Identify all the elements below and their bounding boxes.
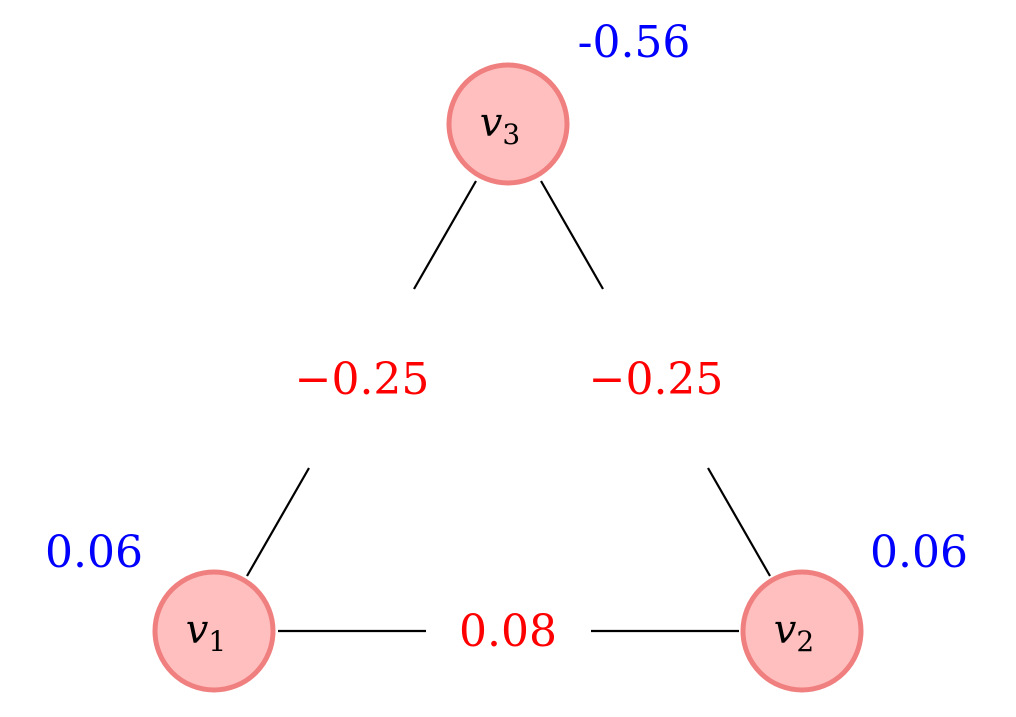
node-v2-subscript: 2	[796, 625, 814, 658]
node-v1-subscript: 1	[208, 625, 226, 658]
node-v3-circle	[446, 62, 570, 186]
node-v1-label: v1	[186, 607, 226, 658]
edge-v1-v3-lower	[246, 467, 310, 577]
node-v3: v3	[446, 62, 570, 186]
edge-weight-v1-v2: 0.08	[459, 606, 557, 657]
edges	[246, 180, 771, 633]
node-v1-name: v	[186, 607, 209, 653]
node-v2-label: v2	[774, 607, 814, 658]
node-v1: v1	[152, 569, 276, 693]
node-v3-label: v3	[480, 100, 520, 151]
edge-weight-v2-v3: −0.25	[589, 354, 724, 405]
edge-v2-v3-upper	[540, 180, 604, 290]
node-v1-circle	[152, 569, 276, 693]
node-weight-v1: 0.06	[45, 527, 143, 578]
edge-weight-v1-v3: −0.25	[295, 354, 430, 405]
node-v2: v2	[740, 569, 864, 693]
node-v3-name: v	[480, 100, 503, 146]
node-v2-name: v	[774, 607, 797, 653]
node-v2-circle	[740, 569, 864, 693]
node-weight-v2: 0.06	[870, 527, 968, 578]
node-v3-subscript: 3	[502, 118, 520, 151]
edge-v2-v3-lower	[707, 467, 771, 577]
node-weight-v3: -0.56	[578, 17, 691, 68]
edge-v1-v3-upper	[413, 180, 477, 290]
